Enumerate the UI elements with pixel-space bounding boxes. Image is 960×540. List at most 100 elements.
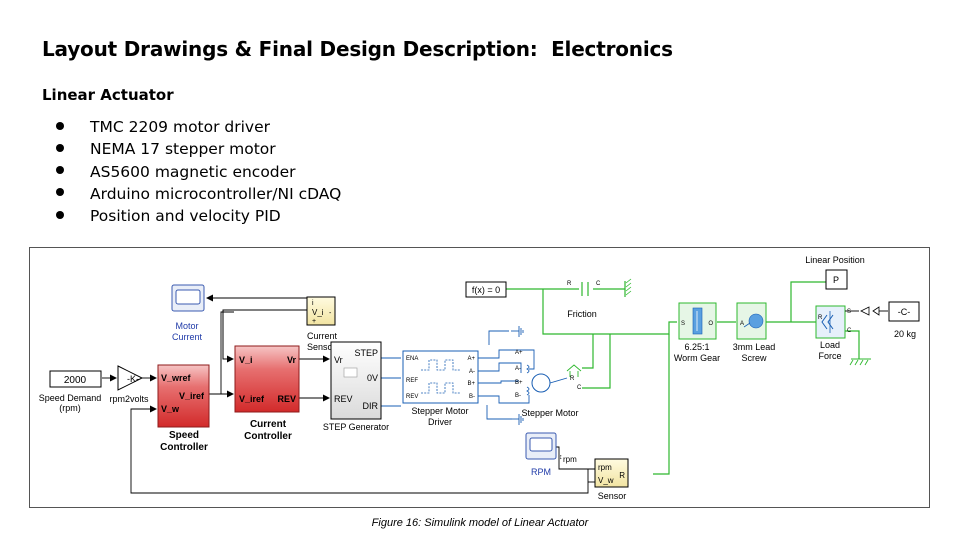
bullet-icon: [56, 210, 64, 219]
list-item: Position and velocity PID: [56, 205, 341, 227]
svg-text:+: +: [312, 318, 316, 325]
sensor-port-vw: V_w: [598, 476, 614, 485]
load-force-block[interactable]: R C S: [815, 305, 852, 339]
motor-driver-block[interactable]: ENA REF REV A+ A- B+ B-: [402, 350, 479, 404]
linear-position-label: Linear Position: [805, 255, 865, 265]
speed-demand-block[interactable]: 2000: [49, 370, 102, 388]
current-controller-port-viref: V_iref: [239, 394, 265, 404]
step-generator-port-0v: 0V: [367, 373, 378, 383]
electrical-ground-icon: [511, 326, 524, 337]
driver-port-ref: REF: [406, 378, 418, 384]
step-generator-port-step: STEP: [354, 348, 378, 358]
worm-gear-label-2: Worm Gear: [674, 353, 720, 363]
friction-port-r: R: [567, 281, 572, 287]
speed-controller-block[interactable]: V_wref V_iref V_w: [157, 364, 210, 428]
step-generator-port-rev: REV: [334, 394, 353, 404]
rpm-scope[interactable]: [525, 432, 557, 460]
lead-screw-block[interactable]: A P: [736, 302, 767, 340]
motor-current-label-2: Current: [172, 332, 203, 342]
driver-port-ena: ENA: [406, 356, 418, 362]
current-controller-label: Current: [250, 419, 287, 430]
worm-gear-port-s: S: [681, 321, 685, 327]
driver-port-b-plus: B+: [467, 381, 475, 387]
speed-demand-label: Speed Demand: [39, 393, 102, 403]
friction-port-c: C: [596, 281, 601, 287]
fx-block[interactable]: f(x) = 0: [465, 281, 507, 298]
mechanical-ground-icon: [625, 278, 632, 296]
constant-block[interactable]: -C-: [888, 301, 920, 322]
current-controller-block[interactable]: V_i V_iref Vr REV: [234, 345, 300, 413]
rpm-scope-label: RPM: [531, 467, 551, 477]
load-force-label: Load: [820, 340, 840, 350]
constant-label: 20 kg: [894, 329, 916, 339]
sensor-label: Sensor: [598, 491, 627, 501]
section-subtitle: Linear Actuator: [42, 86, 174, 104]
electrical-lines: [381, 330, 535, 420]
svg-text:i: i: [312, 300, 314, 307]
list-item: NEMA 17 stepper motor: [56, 138, 341, 160]
list-item-text: Position and velocity PID: [90, 207, 281, 226]
load-force-port-s: S: [847, 309, 851, 315]
linear-position-block[interactable]: P: [825, 269, 848, 290]
worm-gear-block[interactable]: S O: [678, 302, 717, 340]
speed-controller-port-vw: V_w: [161, 404, 180, 414]
speed-controller-port-vwref: V_wref: [161, 373, 192, 383]
gain-block[interactable]: -K-: [117, 365, 144, 391]
list-item: AS5600 magnetic encoder: [56, 161, 341, 183]
speed-demand-unit: (rpm): [59, 403, 81, 413]
load-force-label-2: Force: [818, 351, 841, 361]
svg-text:R: R: [570, 376, 575, 382]
load-force-port-r: R: [818, 315, 823, 321]
gain-label: rpm2volts: [109, 394, 149, 404]
current-sensor-label: Current: [307, 331, 338, 341]
motor-current-label: Motor: [175, 321, 198, 331]
friction-label: Friction: [567, 309, 597, 319]
driver-port-rev: REV: [406, 394, 418, 400]
motor-port-a-plus: A+: [515, 350, 523, 356]
current-controller-port-vi: V_i: [239, 355, 253, 365]
speed-demand-value: 2000: [64, 375, 87, 386]
current-sensor-block[interactable]: V_i i + -: [306, 296, 336, 326]
friction-block[interactable]: R C: [567, 278, 632, 297]
constant-text: -C-: [898, 307, 911, 317]
sensor-port-rpm: rpm: [598, 463, 612, 472]
current-controller-port-rev: REV: [277, 394, 296, 404]
speed-controller-label-2: Controller: [160, 442, 208, 453]
figure-caption: Figure 16: Simulink model of Linear Actu…: [371, 517, 589, 529]
converter-icon: [845, 306, 888, 316]
linear-position-text: P: [833, 275, 839, 285]
motor-driver-label: Stepper Motor: [411, 406, 468, 416]
step-generator-label: STEP Generator: [323, 422, 389, 432]
list-item: TMC 2209 motor driver: [56, 116, 341, 138]
lead-screw-label: 3mm Lead: [733, 342, 776, 352]
driver-port-a-minus: A-: [469, 369, 475, 375]
simulink-diagram: 2000 Speed Demand (rpm) -K- rpm2volts V_…: [29, 247, 930, 508]
motor-current-scope[interactable]: [171, 284, 205, 312]
gain-text: -K-: [127, 374, 139, 384]
sensor-block[interactable]: rpm V_w R: [594, 458, 629, 488]
stepper-motor-label: Stepper Motor: [521, 408, 578, 418]
svg-text:-: -: [329, 310, 332, 317]
speed-controller-port-viref: V_iref: [179, 391, 205, 401]
step-generator-port-dir: DIR: [363, 401, 379, 411]
svg-text:C: C: [577, 385, 582, 391]
step-generator-port-vr: Vr: [334, 355, 343, 365]
load-force-port-c: C: [847, 328, 852, 334]
motor-driver-label-2: Driver: [428, 417, 452, 427]
driver-port-a-plus: A+: [467, 356, 475, 362]
electrical-ground-icon: [512, 414, 524, 425]
bullet-icon: [56, 188, 64, 197]
bullet-icon: [56, 121, 64, 130]
lead-screw-port-a: A: [740, 321, 744, 327]
motor-port-a-minus: A-: [515, 366, 521, 372]
bullet-icon: [56, 143, 64, 152]
list-item-text: Arduino microcontroller/NI cDAQ: [90, 184, 342, 203]
lead-screw-label-2: Screw: [741, 353, 767, 363]
stepper-motor-block[interactable]: A+ A- B+ B- R C: [515, 350, 582, 399]
list-item-text: TMC 2209 motor driver: [90, 118, 271, 136]
rpm-signal-label: rpm: [563, 455, 577, 464]
step-generator-block[interactable]: Vr REV STEP 0V DIR: [330, 341, 382, 420]
bullet-icon: [56, 166, 64, 175]
component-list: TMC 2209 motor driver NEMA 17 stepper mo…: [56, 116, 341, 227]
worm-gear-port-o: O: [708, 321, 713, 327]
